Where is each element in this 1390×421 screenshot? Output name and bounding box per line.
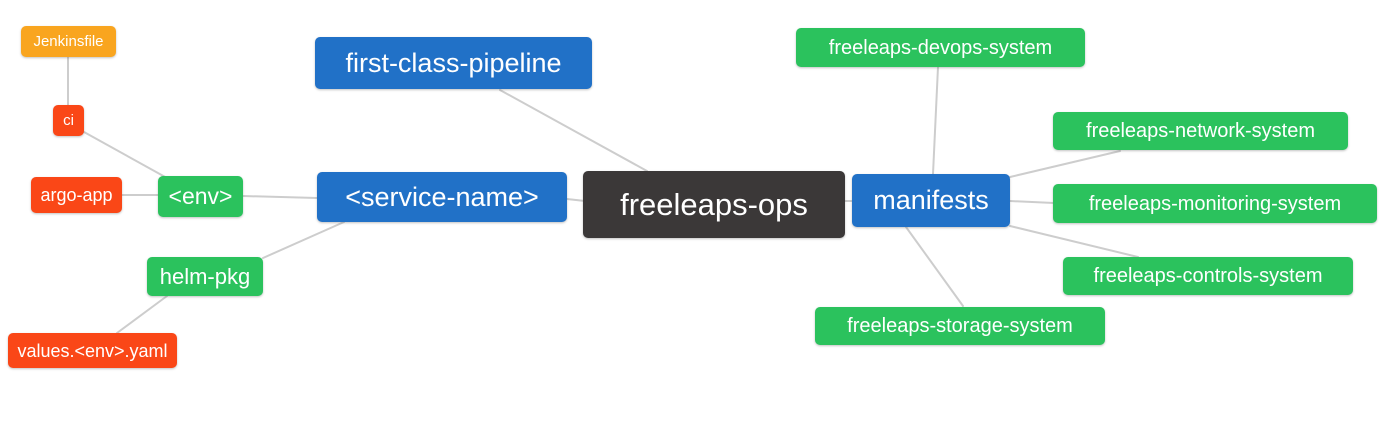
edge-manifests-storage [905, 226, 964, 307]
node-freeleaps-network-system[interactable]: freeleaps-network-system [1053, 112, 1348, 150]
node-freeleaps-controls-system[interactable]: freeleaps-controls-system [1063, 257, 1353, 295]
edge-helm-pkg-values [116, 295, 168, 334]
node-freeleaps-storage-system[interactable]: freeleaps-storage-system [815, 307, 1105, 345]
node-service-name[interactable]: <service-name> [317, 172, 567, 222]
node-ci[interactable]: ci [53, 105, 84, 136]
edge-service-name-freeleaps-ops [566, 198, 586, 202]
node-argo-app[interactable]: argo-app [31, 177, 122, 213]
edge-env-service-name [242, 195, 318, 199]
node-helm-pkg[interactable]: helm-pkg [147, 257, 263, 296]
edge-manifests-network [1009, 150, 1121, 178]
node-freeleaps-devops-system[interactable]: freeleaps-devops-system [796, 28, 1085, 67]
node-jenkinsfile[interactable]: Jenkinsfile [21, 26, 116, 57]
node-env[interactable]: <env> [158, 176, 243, 217]
edge-pipeline-freeleaps-ops [499, 89, 648, 172]
node-freeleaps-ops-root[interactable]: freeleaps-ops [583, 171, 845, 238]
node-first-class-pipeline[interactable]: first-class-pipeline [315, 37, 592, 89]
edge-ci-env [83, 131, 168, 179]
node-values-env-yaml[interactable]: values.<env>.yaml [8, 333, 177, 368]
edge-service-name-helm-pkg [262, 221, 345, 259]
edge-manifests-devops [932, 66, 939, 175]
edge-manifests-controls [1009, 225, 1139, 258]
edge-manifests-monitoring [1009, 200, 1055, 204]
node-freeleaps-monitoring-system[interactable]: freeleaps-monitoring-system [1053, 184, 1377, 223]
node-manifests[interactable]: manifests [852, 174, 1010, 227]
